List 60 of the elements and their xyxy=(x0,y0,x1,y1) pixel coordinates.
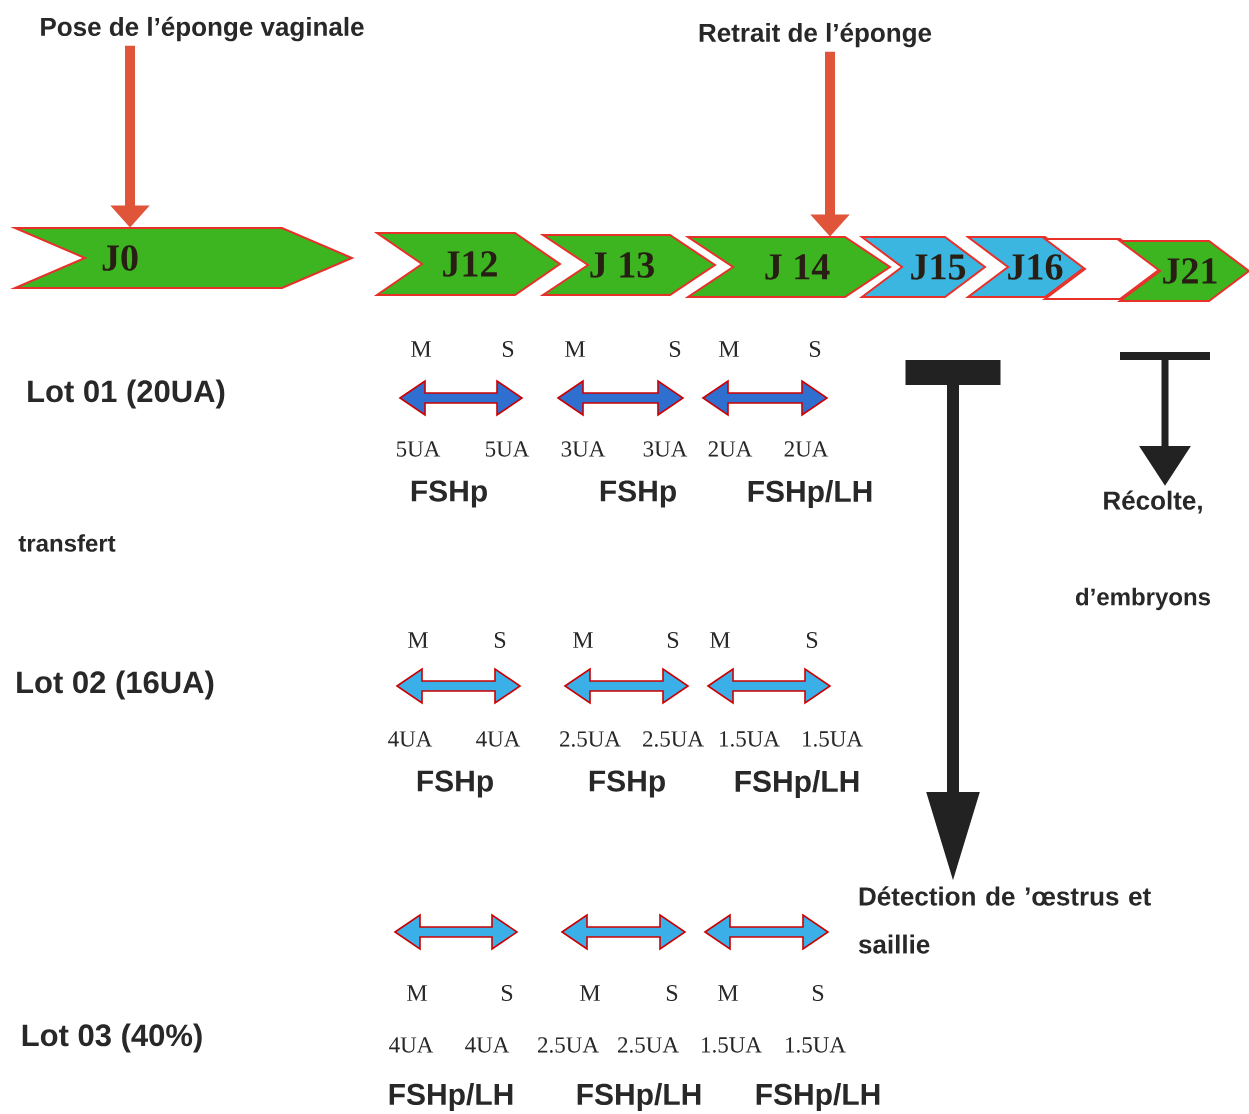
group-label: Lot 01 (20UA) xyxy=(28,379,225,409)
time-label: S xyxy=(666,984,678,1002)
time-label: S xyxy=(809,340,821,358)
caption-text: Pose de l’éponge vaginale xyxy=(41,16,364,42)
dose-label: 3UA xyxy=(643,441,688,457)
dose-label: 2UA xyxy=(784,441,829,457)
time-label: S xyxy=(501,984,513,1002)
dose-label: 4UA xyxy=(465,1037,510,1053)
dose-label: 1.5UA xyxy=(803,731,863,747)
hormone-label: FSHp/LH xyxy=(735,770,859,798)
timeline-segment: J12 xyxy=(373,232,562,296)
hormone-label: FSHp/LH xyxy=(577,1083,701,1111)
time-label: M xyxy=(407,985,427,1001)
dose-label: 2.5UA xyxy=(643,731,704,747)
time-label: S xyxy=(806,631,818,649)
time-label: M xyxy=(573,632,593,648)
dose-label: 2.5UA xyxy=(560,731,621,747)
time-label: S xyxy=(502,340,514,358)
dose-label: 1.5UA xyxy=(786,1037,846,1053)
dose-label: 2.5UA xyxy=(618,1037,679,1053)
dose-label: 4UA xyxy=(476,731,521,747)
time-label: M xyxy=(408,632,428,648)
hormone-label: FSHp xyxy=(600,480,676,508)
dose-label: 3UA xyxy=(561,441,606,457)
dose-label: 2.5UA xyxy=(538,1037,599,1053)
hormone-label: FSHp xyxy=(589,770,665,798)
group-label: Lot 02 (16UA) xyxy=(17,670,214,700)
timeline-segment: J21 xyxy=(1117,240,1249,302)
note-text: d’embryons xyxy=(1075,587,1211,611)
group-label: Lot 03 (40%) xyxy=(22,1023,202,1053)
time-label: S xyxy=(812,984,824,1002)
dose-label: 2UA xyxy=(708,441,753,457)
dose-label: 1.5UA xyxy=(720,731,780,747)
hormone-label: FSHp/LH xyxy=(756,1083,880,1111)
time-label: M xyxy=(710,632,730,648)
caption-text: Détection de ’œstrus et saillie xyxy=(858,886,1151,954)
hormone-label: FSHp/LH xyxy=(389,1083,513,1111)
timeline-segment: J 14 xyxy=(684,236,892,298)
timeline-segment: J0 xyxy=(10,227,355,289)
timeline-segment: J 13 xyxy=(539,234,717,296)
dose-label: 4UA xyxy=(388,731,433,747)
dose-label: 5UA xyxy=(397,441,441,457)
hormone-label: FSHp xyxy=(417,770,493,798)
hormone-label: FSHp/LH xyxy=(748,480,872,508)
note-text: transfert xyxy=(18,534,116,552)
dose-label: 1.5UA xyxy=(702,1037,762,1053)
dose-label: 4UA xyxy=(389,1037,434,1053)
caption-text: Retrait de l’éponge xyxy=(699,22,932,48)
time-label: M xyxy=(580,985,600,1001)
time-label: M xyxy=(411,341,431,357)
timeline-segment: J15 xyxy=(859,236,987,298)
hormone-label: FSHp xyxy=(411,480,487,508)
time-label: M xyxy=(718,985,738,1001)
time-label: S xyxy=(667,631,679,649)
time-label: S xyxy=(494,631,506,649)
time-label: M xyxy=(565,341,585,357)
dose-label: 5UA xyxy=(486,441,530,457)
time-label: S xyxy=(669,340,681,358)
caption-text: Récolte, xyxy=(1104,490,1202,514)
time-label: M xyxy=(719,341,739,357)
